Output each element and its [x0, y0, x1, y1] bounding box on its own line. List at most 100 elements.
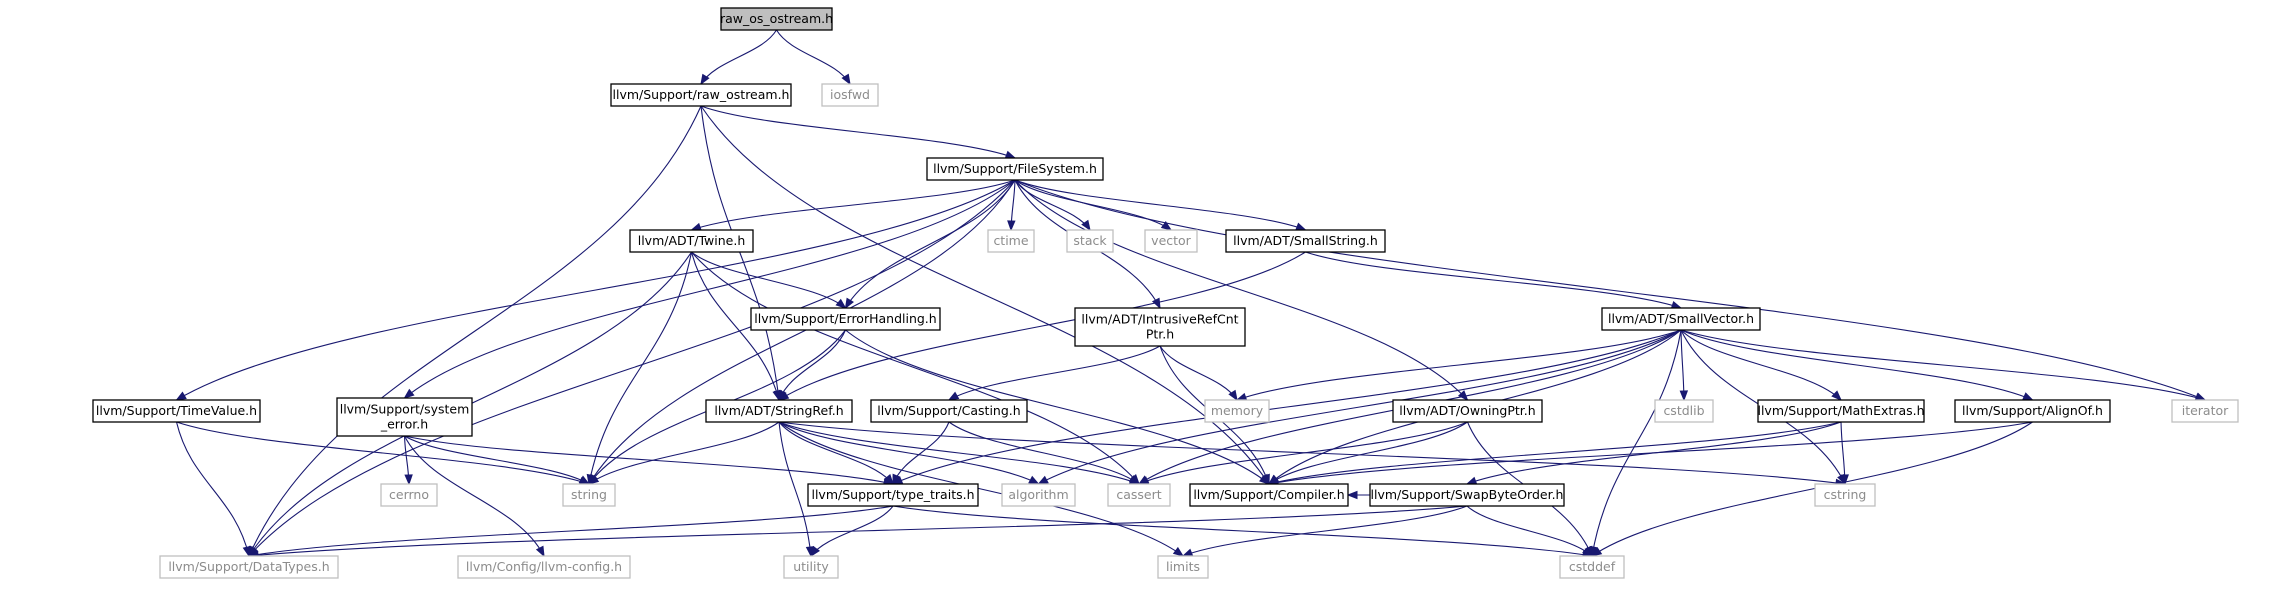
- node-box-twine: [629, 229, 754, 253]
- edge-raw_ostream-to-filesystem: [700, 105, 1016, 159]
- node-box-cstddef: [1559, 555, 1625, 579]
- node-label-systemerror: llvm/Support/system: [340, 402, 470, 417]
- edges-layer: [175, 29, 2207, 560]
- node-label-intrusive: Ptr.h: [1146, 327, 1174, 342]
- node-box-cerrno: [380, 483, 438, 507]
- edge-stringref-to-cstring: [778, 421, 1846, 485]
- node-systemerror[interactable]: llvm/Support/system_error.h: [336, 397, 473, 437]
- edge-arrowhead-swapbyteorder-to-cstddef: [1582, 546, 1594, 557]
- edge-twine-to-errorhandling: [691, 251, 846, 309]
- node-datatypes: llvm/Support/DataTypes.h: [159, 555, 339, 579]
- node-box-compiler: [1189, 483, 1349, 507]
- node-timevalue[interactable]: llvm/Support/TimeValue.h: [92, 399, 261, 423]
- node-string: string: [562, 483, 616, 507]
- node-box-memory: [1204, 399, 1270, 423]
- node-filesystem[interactable]: llvm/Support/FileSystem.h: [926, 157, 1104, 181]
- node-cstdlib: cstdlib: [1654, 399, 1714, 423]
- edge-twine-to-string: [588, 251, 693, 485]
- node-label-iosfwd: iosfwd: [830, 87, 870, 102]
- node-label-root: raw_os_ostream.h: [720, 11, 833, 26]
- node-box-string: [562, 483, 616, 507]
- edge-stringref-to-algorithm: [778, 421, 1039, 485]
- node-label-algorithm: algorithm: [1008, 487, 1068, 502]
- node-swapbyteorder[interactable]: llvm/Support/SwapByteOrder.h: [1369, 483, 1565, 507]
- node-label-vector: vector: [1151, 233, 1192, 248]
- node-compiler[interactable]: llvm/Support/Compiler.h: [1189, 483, 1349, 507]
- nodes-layer: raw_os_ostream.h llvm/Support/raw_ostream…: [92, 7, 2239, 579]
- edge-arrowhead-typetraits-to-utility: [810, 545, 821, 558]
- node-casting[interactable]: llvm/Support/Casting.h: [870, 399, 1028, 423]
- node-twine[interactable]: llvm/ADT/Twine.h: [629, 229, 754, 253]
- node-alignof[interactable]: llvm/Support/AlignOf.h: [1954, 399, 2111, 423]
- edge-root-to-raw_ostream: [700, 29, 777, 85]
- edge-arrowhead-root-to-raw_ostream: [700, 73, 710, 86]
- node-label-raw_ostream: llvm/Support/raw_ostream.h: [613, 87, 790, 102]
- node-smallvector[interactable]: llvm/ADT/SmallVector.h: [1601, 307, 1761, 331]
- node-label-cassert: cassert: [1116, 487, 1161, 502]
- node-root[interactable]: raw_os_ostream.h: [720, 7, 833, 31]
- node-algorithm: algorithm: [1001, 483, 1076, 507]
- node-box-cstdlib: [1654, 399, 1714, 423]
- edge-smallvector-to-iterator: [1680, 329, 2206, 401]
- edge-swapbyteorder-to-cstddef: [1466, 505, 1593, 557]
- edge-errorhandling-to-stringref: [778, 329, 847, 401]
- node-box-stringref: [705, 399, 853, 423]
- node-label-typetraits: llvm/Support/type_traits.h: [811, 487, 974, 502]
- edge-errorhandling-to-compiler: [845, 329, 1270, 485]
- edge-arrowhead-alignof-to-cstddef: [1590, 547, 1603, 557]
- edge-filesystem-to-iterator: [1014, 179, 2206, 401]
- edge-arrowhead-filesystem-to-ctime: [1007, 220, 1016, 232]
- edge-arrowhead-stringref-to-typetraits: [883, 473, 894, 486]
- edge-filesystem-to-smallstring: [1014, 179, 1306, 231]
- node-box-iosfwd: [821, 83, 879, 107]
- node-smallstring[interactable]: llvm/ADT/SmallString.h: [1225, 229, 1386, 253]
- node-label-cstring: cstring: [1824, 487, 1867, 502]
- edge-filesystem-to-owningptr: [1014, 179, 1468, 401]
- node-label-cstdlib: cstdlib: [1663, 403, 1704, 418]
- edge-smallvector-to-memory: [1236, 329, 1682, 401]
- node-raw_ostream[interactable]: llvm/Support/raw_ostream.h: [610, 83, 792, 107]
- edge-arrowhead-intrusive-to-compiler: [1261, 473, 1270, 486]
- node-box-algorithm: [1001, 483, 1076, 507]
- edge-arrowhead-stringref-to-algorithm: [1028, 475, 1040, 485]
- node-box-stack: [1066, 229, 1114, 253]
- edge-intrusive-to-casting: [948, 345, 1161, 401]
- edge-arrowhead-root-to-iosfwd: [841, 73, 851, 86]
- edge-root-to-iosfwd: [776, 29, 851, 85]
- node-mathextras[interactable]: llvm/Support/MathExtras.h: [1757, 399, 1925, 423]
- edge-arrowhead-twine-to-errorhandling: [835, 298, 847, 309]
- node-label-iterator: iterator: [2182, 403, 2229, 418]
- edge-alignof-to-compiler: [1268, 421, 2033, 485]
- node-box-smallvector: [1601, 307, 1761, 331]
- node-cerrno: cerrno: [380, 483, 438, 507]
- edge-filesystem-to-systemerror: [404, 179, 1016, 399]
- node-box-smallstring: [1225, 229, 1386, 253]
- edge-swapbyteorder-to-datatypes: [248, 505, 1468, 557]
- node-box-cstring: [1814, 483, 1876, 507]
- node-box-iterator: [2171, 399, 2239, 423]
- node-label-limits: limits: [1166, 559, 1200, 574]
- edge-typetraits-to-cstddef: [892, 505, 1593, 557]
- node-owningptr[interactable]: llvm/ADT/OwningPtr.h: [1392, 399, 1543, 423]
- node-typetraits[interactable]: llvm/Support/type_traits.h: [807, 483, 979, 507]
- node-label-filesystem: llvm/Support/FileSystem.h: [933, 161, 1097, 176]
- node-label-smallvector: llvm/ADT/SmallVector.h: [1608, 311, 1754, 326]
- node-llvmconfig: llvm/Config/llvm-config.h: [457, 555, 631, 579]
- edge-arrowhead-filesystem-to-systemerror: [403, 388, 415, 399]
- edge-smallvector-to-cstddef: [1591, 329, 1682, 557]
- node-errorhandling[interactable]: llvm/Support/ErrorHandling.h: [750, 307, 941, 331]
- edge-arrowhead-systemerror-to-llvmconfig: [535, 545, 545, 558]
- node-stringref[interactable]: llvm/ADT/StringRef.h: [705, 399, 853, 423]
- node-label-casting: llvm/Support/Casting.h: [877, 403, 1020, 418]
- node-label-systemerror: _error.h: [380, 417, 428, 432]
- node-label-memory: memory: [1211, 403, 1264, 418]
- edge-arrowhead-intrusive-to-memory: [1228, 389, 1238, 402]
- edge-owningptr-to-cassert: [1138, 421, 1468, 485]
- node-box-ctime: [987, 229, 1035, 253]
- node-box-casting: [870, 399, 1028, 423]
- node-label-twine: llvm/ADT/Twine.h: [638, 233, 746, 248]
- edge-stringref-to-string: [588, 421, 780, 485]
- edge-arrowhead-swapbyteorder-to-limits: [1181, 548, 1194, 557]
